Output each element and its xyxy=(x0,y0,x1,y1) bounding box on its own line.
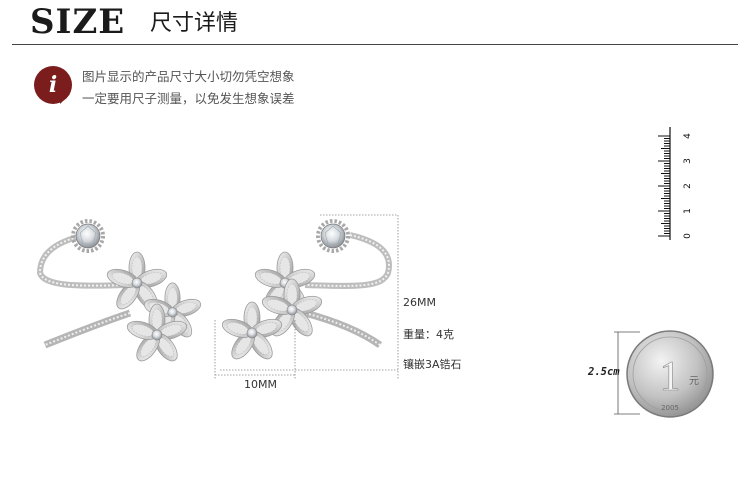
coin-reference: 1 元 2005 xyxy=(614,330,714,418)
earrings-image xyxy=(36,214,399,380)
notice-line-1: 图片显示的产品尺寸大小切勿凭空想象 xyxy=(82,69,295,84)
weight-label: 重量：4克 xyxy=(403,328,454,341)
ruler-label-3: 3 xyxy=(683,158,693,164)
header-divider xyxy=(12,44,738,45)
ruler-label-1: 1 xyxy=(683,208,693,214)
coin-year: 2005 xyxy=(661,404,679,412)
ruler-graphic: 0 1 2 3 4 xyxy=(658,127,693,240)
ruler-label-0: 0 xyxy=(683,233,693,239)
info-i-icon: i xyxy=(34,66,72,104)
coin-denomination: 1 xyxy=(660,354,681,400)
width-dimension-label: 10MM xyxy=(244,378,277,391)
size-details-title: 尺寸详情 xyxy=(150,11,239,36)
ruler-label-2: 2 xyxy=(683,183,693,189)
size-title: SIZE xyxy=(30,2,126,42)
ruler-label-4: 4 xyxy=(683,133,693,139)
height-dimension-label: 26MM xyxy=(403,296,436,309)
stone-label: 镶嵌3A锆石 xyxy=(403,358,462,371)
coin-unit: 元 xyxy=(689,376,699,387)
notice-line-2: 一定要用尺子测量，以免发生想象误差 xyxy=(82,91,295,106)
coin-diameter-label: 2.5cm xyxy=(588,366,620,378)
